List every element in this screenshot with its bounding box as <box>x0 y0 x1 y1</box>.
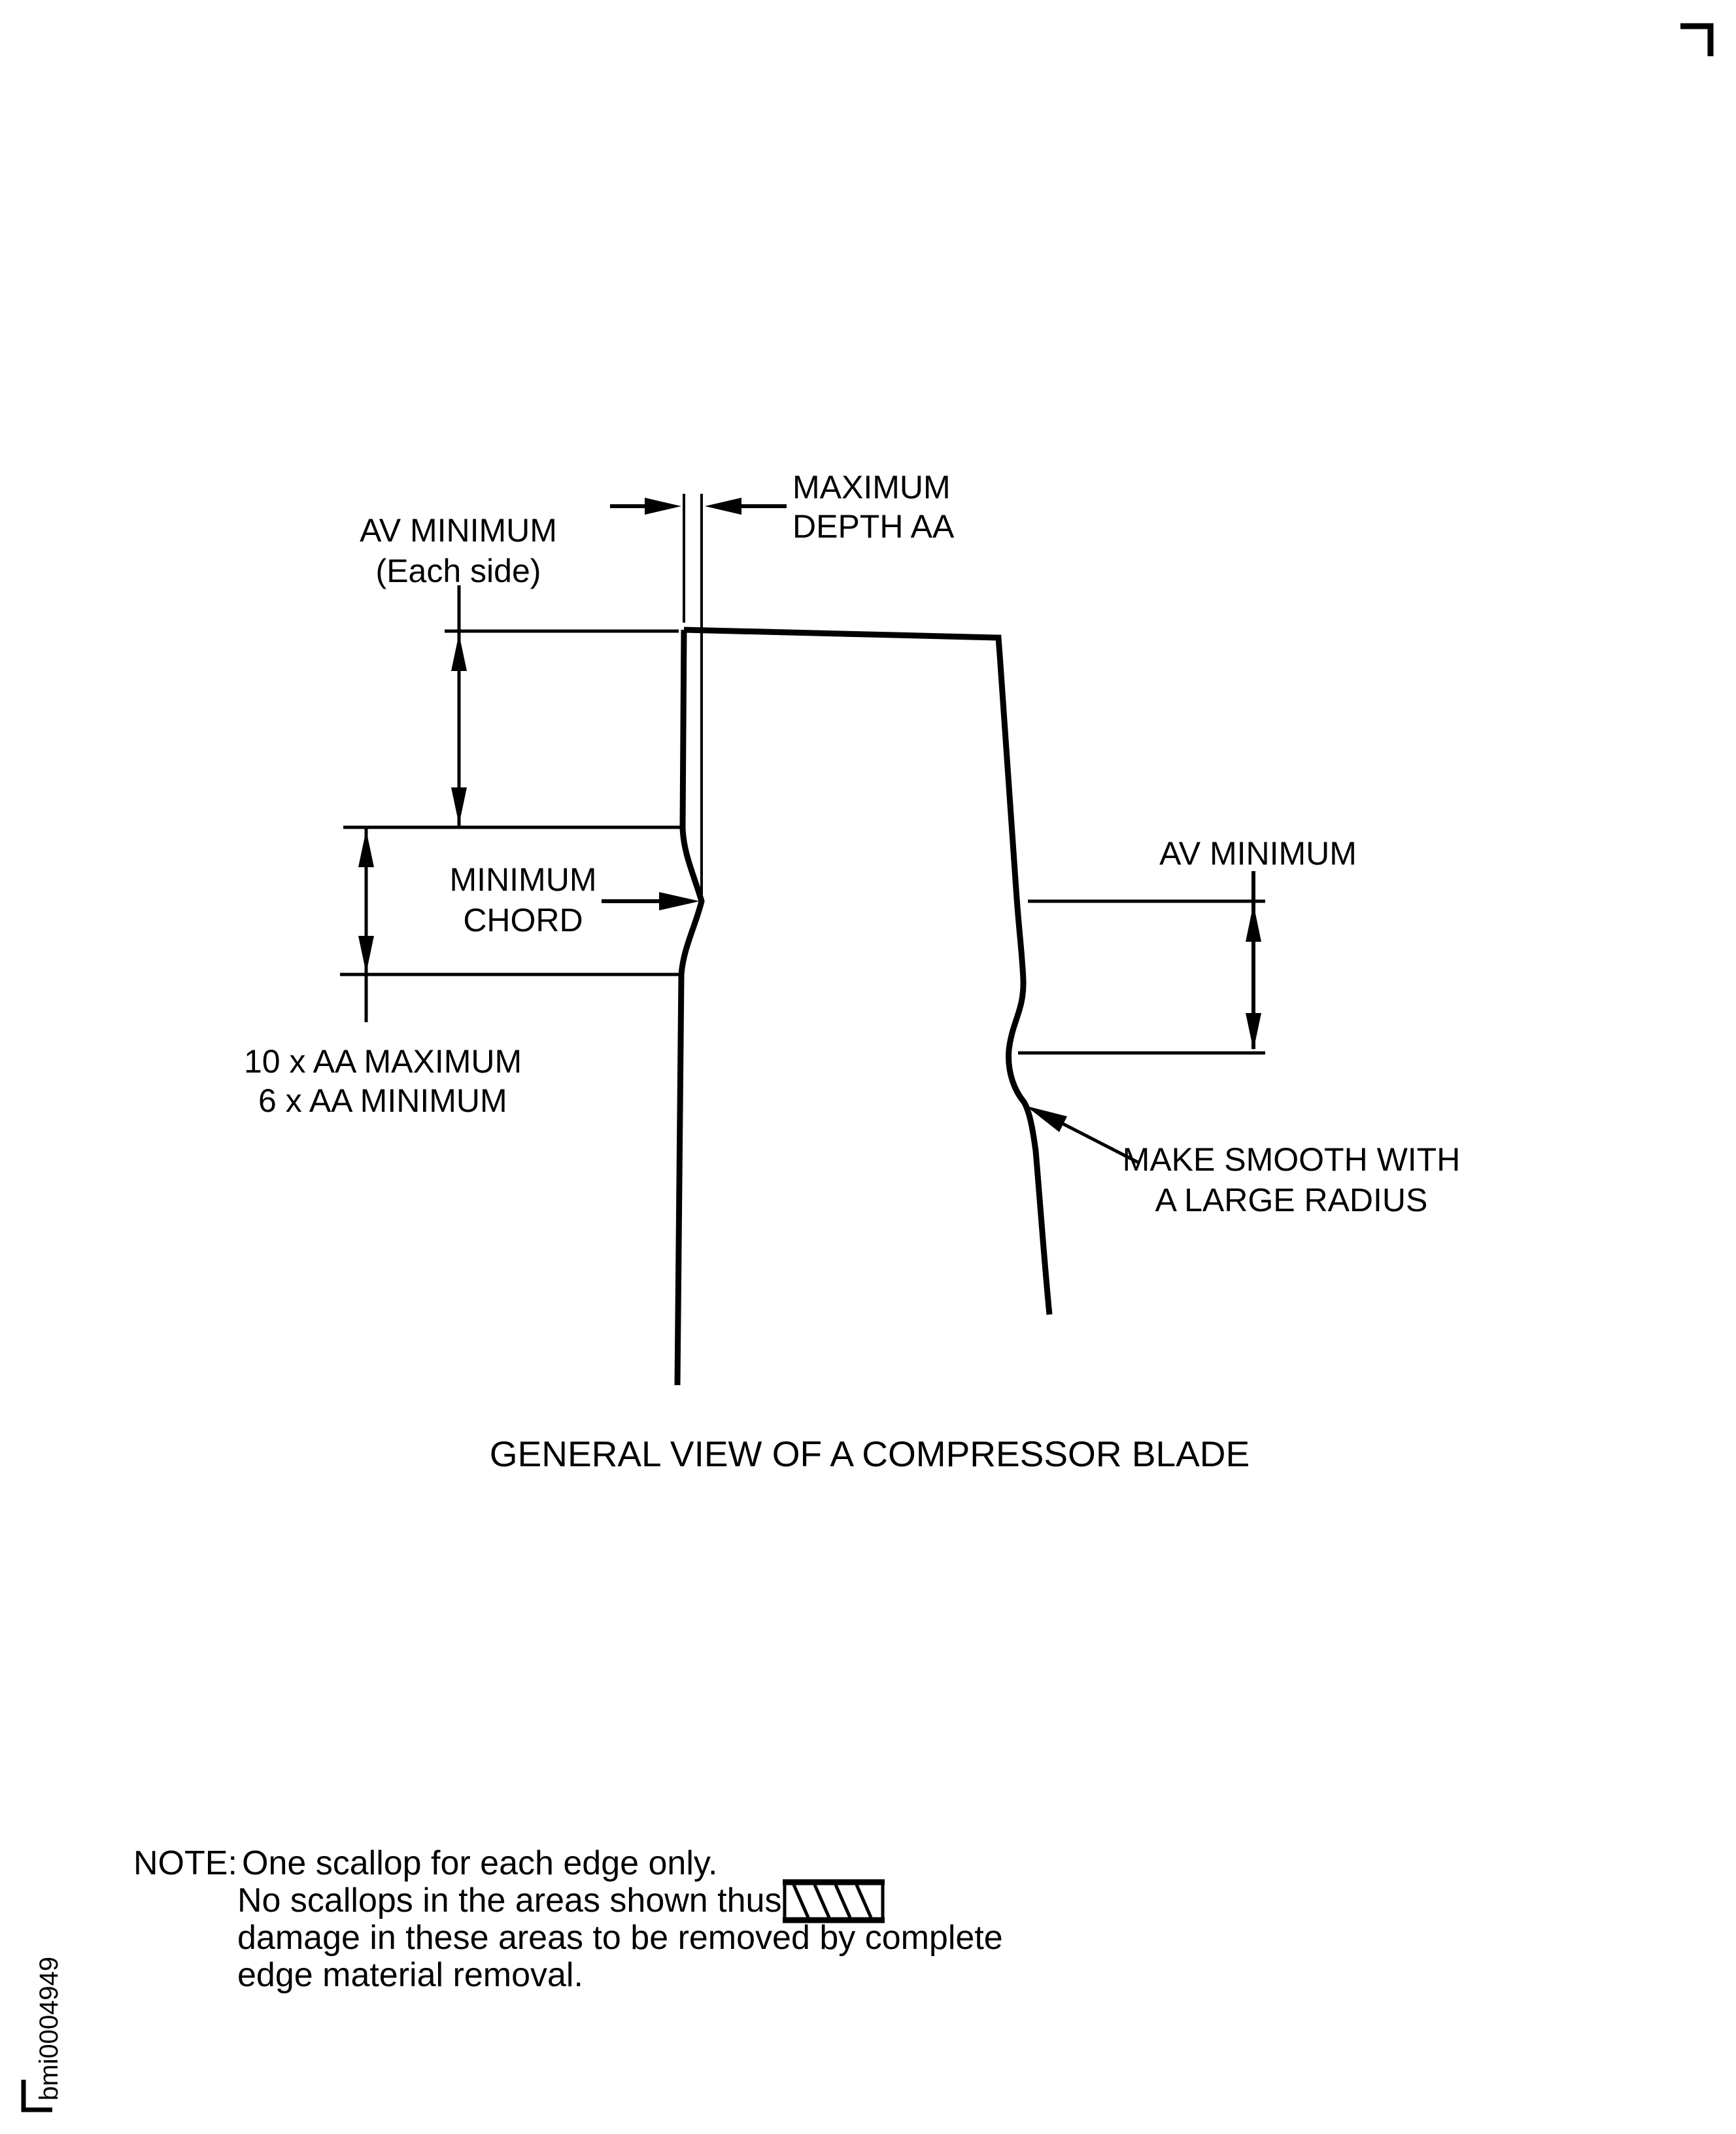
label-maximum-depth-line1: MAXIMUM <box>792 469 951 506</box>
dim-av-min-right-down-arrow-icon <box>1246 1013 1261 1050</box>
dim-aa-down-arrow-icon <box>358 936 374 973</box>
note-line2: No scallops in the areas shown thus <box>237 1882 781 1919</box>
note-prefix: NOTE: <box>133 1844 237 1882</box>
label-maximum-depth-line2: DEPTH AA <box>792 508 955 545</box>
label-av-min-left-line2: (Each side) <box>376 553 541 589</box>
make-smooth-leader-line <box>1060 1121 1139 1164</box>
blade-top-and-right-edge <box>683 627 1053 1315</box>
label-av-min-left-line1: AV MINIMUM <box>360 512 557 549</box>
label-make-smooth-line1: MAKE SMOOTH WITH <box>1123 1141 1461 1178</box>
document-id: bmi0004949 <box>35 1957 63 2101</box>
corner-mark-bottom-left <box>21 2080 52 2112</box>
label-min-chord-line2: CHORD <box>463 902 583 938</box>
figure-caption: GENERAL VIEW OF A COMPRESSOR BLADE <box>490 1434 1250 1474</box>
dim-av-min-left-down-arrow-icon <box>451 787 467 825</box>
depth-arrow-left-head-icon <box>645 498 681 515</box>
min-chord-arrow-icon <box>659 892 700 910</box>
make-smooth-arrow-icon <box>1026 1106 1067 1132</box>
label-min-chord-line1: MINIMUM <box>450 861 597 898</box>
label-aa-limits-line1: 10 x AA MAXIMUM <box>244 1043 522 1080</box>
note-line1: One scallop for each edge only. <box>242 1844 718 1882</box>
dim-aa-up-arrow-icon <box>358 830 374 867</box>
hatch-line-1 <box>792 1884 810 1919</box>
depth-arrow-right-head-icon <box>705 498 741 515</box>
label-aa-limits-line2: 6 x AA MINIMUM <box>258 1082 507 1119</box>
dim-av-min-left-up-arrow-icon <box>451 634 467 671</box>
hatch-line-2 <box>813 1884 831 1919</box>
corner-mark-top-right <box>1680 23 1714 56</box>
hatch-line-3 <box>834 1884 852 1919</box>
label-av-min-right: AV MINIMUM <box>1159 835 1357 872</box>
note-line3: damage in these areas to be removed by c… <box>237 1919 1003 1957</box>
no-scallop-hatch-swatch <box>783 1879 885 1923</box>
dim-av-min-right-up-arrow-icon <box>1246 904 1261 942</box>
label-make-smooth-line2: A LARGE RADIUS <box>1155 1182 1428 1218</box>
hatch-line-4 <box>855 1884 873 1919</box>
note-line4: edge material removal. <box>237 1956 583 1994</box>
blade-left-edge <box>674 629 705 1386</box>
